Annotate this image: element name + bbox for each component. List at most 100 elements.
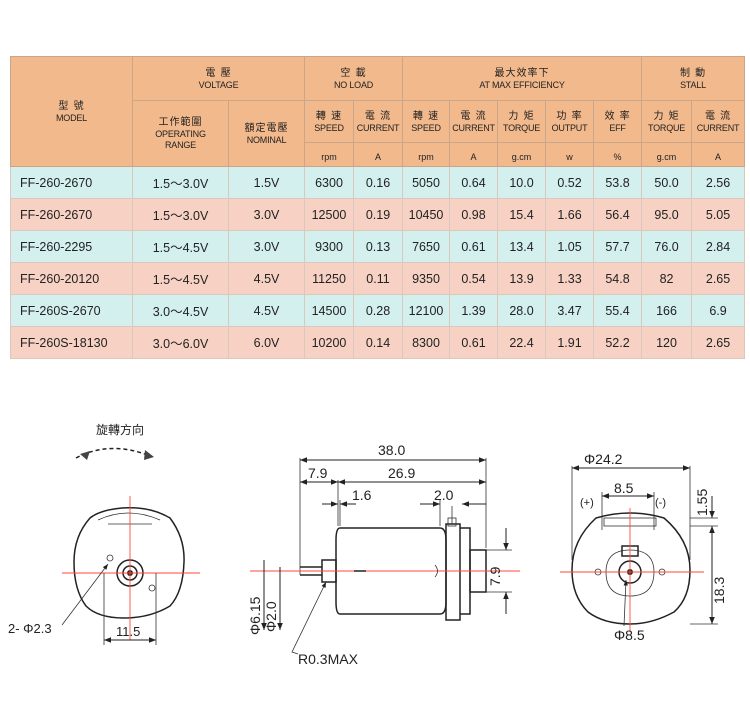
cell-nominal: 1.5V bbox=[228, 166, 305, 199]
cell-model: FF-260S-18130 bbox=[10, 326, 133, 359]
me-output-en: OUTPUT bbox=[551, 122, 588, 133]
header-no-load: 空 載 NO LOAD bbox=[303, 56, 404, 101]
cell-me-output: 0.52 bbox=[545, 166, 595, 199]
cell-st-torque: 95.0 bbox=[641, 198, 693, 231]
cell-range: 1.5～3.0V bbox=[132, 198, 229, 231]
cell-nominal: 3.0V bbox=[228, 198, 305, 231]
me-speed-en: SPEED bbox=[411, 122, 441, 133]
cell-nominal: 4.5V bbox=[228, 294, 305, 327]
cell-me-current: 0.61 bbox=[449, 326, 499, 359]
cell-nl-current: 0.14 bbox=[352, 326, 404, 359]
cell-st-current: 6.9 bbox=[691, 294, 746, 327]
motor-drawings: 旋轉方向 11.5 2- Φ2.3 38.0 7.9 26 bbox=[8, 422, 727, 667]
cell-nl-current: 0.28 bbox=[352, 294, 404, 327]
cell-me-output: 3.47 bbox=[545, 294, 595, 327]
rear-height-dim: 18.3 bbox=[711, 577, 727, 604]
cell-me-current: 0.98 bbox=[449, 198, 499, 231]
cell-me-speed: 9350 bbox=[402, 262, 451, 295]
operating-range-en2: RANGE bbox=[164, 140, 196, 150]
shaft-dim-6-15: Φ6.15 bbox=[247, 596, 263, 635]
cell-nl-speed: 12500 bbox=[304, 198, 354, 231]
cell-st-torque: 76.0 bbox=[641, 230, 693, 263]
unit-rpm: rpm bbox=[418, 152, 434, 162]
dim-1-55: 1.55 bbox=[694, 489, 710, 516]
header-stall: 制 動 STALL bbox=[641, 56, 746, 101]
spec-table: 型 號 MODEL 電 壓 VOLTAGE 空 載 NO LOAD 最大效率下 … bbox=[10, 56, 746, 359]
me-eff-en: EFF bbox=[609, 122, 626, 133]
cell-st-current: 2.56 bbox=[691, 166, 746, 199]
minus-label: (-) bbox=[655, 497, 666, 509]
cell-st-current: 5.05 bbox=[691, 198, 746, 231]
cell-me-speed: 7650 bbox=[402, 230, 451, 263]
header-nominal: 額定電壓 NOMINAL bbox=[228, 100, 305, 167]
unit-a: A bbox=[375, 152, 382, 162]
mounting-hole-right bbox=[148, 584, 156, 592]
cell-model: FF-260S-2670 bbox=[10, 294, 133, 327]
cell-me-torque: 15.4 bbox=[497, 198, 547, 231]
cell-nl-speed: 9300 bbox=[304, 230, 354, 263]
nl-current-en: CURRENT bbox=[356, 122, 400, 133]
cell-me-torque: 22.4 bbox=[497, 326, 547, 359]
cell-nl-current: 0.11 bbox=[352, 262, 404, 295]
cell-me-torque: 10.0 bbox=[497, 166, 547, 199]
unit-nl-current: A bbox=[352, 142, 404, 167]
rotation-label: 旋轉方向 bbox=[96, 422, 144, 437]
cell-nl-current: 0.19 bbox=[352, 198, 404, 231]
rear-spacing-dim: 8.5 bbox=[614, 480, 634, 496]
unit-me-current: A bbox=[449, 142, 499, 167]
st-torque-zh: 力 矩 bbox=[653, 110, 680, 122]
cell-range: 3.0～4.5V bbox=[132, 294, 229, 327]
cell-nl-current: 0.13 bbox=[352, 230, 404, 263]
model-label-zh: 型 號 bbox=[58, 100, 85, 112]
front-view: 旋轉方向 11.5 2- Φ2.3 bbox=[8, 422, 200, 645]
rotation-arrow-icon bbox=[75, 447, 154, 460]
me-current-zh: 電 流 bbox=[460, 110, 487, 122]
cell-nominal: 3.0V bbox=[228, 230, 305, 263]
cell-range: 3.0～6.0V bbox=[132, 326, 229, 359]
cell-range: 1.5～3.0V bbox=[132, 166, 229, 199]
cell-me-speed: 12100 bbox=[402, 294, 451, 327]
front-spacing-dim: 11.5 bbox=[116, 624, 140, 639]
cell-nominal: 4.5V bbox=[228, 262, 305, 295]
unit-me-speed: rpm bbox=[402, 142, 451, 167]
cell-me-output: 1.33 bbox=[545, 262, 595, 295]
me-torque-zh: 力 矩 bbox=[508, 110, 535, 122]
rear-housing-outline bbox=[571, 512, 691, 625]
cell-me-eff: 56.4 bbox=[593, 198, 643, 231]
cell-model: FF-260-2295 bbox=[10, 230, 133, 263]
bushing-dim: Φ8.5 bbox=[614, 627, 645, 643]
me-speed-zh: 轉 速 bbox=[412, 110, 440, 122]
cell-nl-speed: 6300 bbox=[304, 166, 354, 199]
side-view: 38.0 7.9 26.9 1.6 2.0 7.9 Φ6.15 Φ2.0 R bbox=[247, 442, 520, 667]
max-eff-label-en: AT MAX EFFICIENCY bbox=[479, 79, 565, 90]
cell-st-current: 2.65 bbox=[691, 262, 746, 295]
unit-gcm: g.cm bbox=[511, 152, 532, 162]
me-eff-zh: 效 率 bbox=[604, 110, 631, 122]
radius-note: R0.3MAX bbox=[298, 651, 359, 667]
stall-label-en: STALL bbox=[680, 79, 706, 90]
holes-dim: 2- Φ2.3 bbox=[8, 621, 52, 636]
nominal-zh: 額定電壓 bbox=[244, 122, 289, 134]
header-model: 型 號 MODEL bbox=[10, 56, 133, 167]
cell-st-torque: 82 bbox=[641, 262, 693, 295]
nominal-en: NOMINAL bbox=[246, 134, 287, 145]
dim-1-6: 1.6 bbox=[352, 487, 372, 503]
unit-gcm: g.cm bbox=[656, 152, 677, 162]
no-load-label-en: NO LOAD bbox=[333, 79, 374, 90]
cell-me-eff: 52.2 bbox=[593, 326, 643, 359]
mounting-hole-left bbox=[106, 554, 114, 562]
cell-me-eff: 57.7 bbox=[593, 230, 643, 263]
operating-range-en1: OPERATING bbox=[155, 129, 206, 139]
cell-model: FF-260-20120 bbox=[10, 262, 133, 295]
